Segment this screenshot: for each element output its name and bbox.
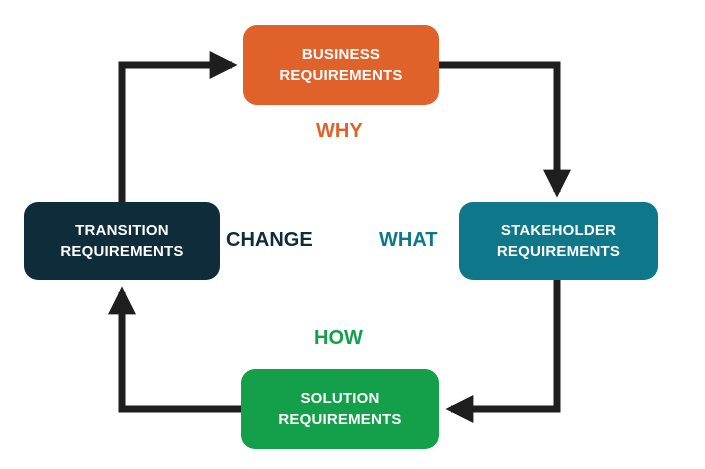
solution-requirements-box: SOLUTION REQUIREMENTS [241,369,439,449]
business-requirements-box: BUSINESS REQUIREMENTS [243,25,439,105]
stakeholder-line2: REQUIREMENTS [496,243,621,260]
arrow-transition-to-business [118,51,238,202]
business-line2: REQUIREMENTS [279,67,403,84]
change-label: CHANGE [226,229,313,251]
transition-requirements-box: TRANSITION REQUIREMENTS [24,202,220,280]
stakeholder-requirements-box: STAKEHOLDER REQUIREMENTS [459,202,658,280]
business-line1: BUSINESS [301,46,381,63]
transition-line2: REQUIREMENTS [60,243,184,260]
how-label: HOW [314,327,363,349]
solution-line1: SOLUTION [300,390,380,407]
arrow-solution-to-transition [108,286,241,413]
arrow-stakeholder-to-solution [445,280,561,423]
why-label: WHY [316,120,363,142]
what-label: WHAT [379,229,438,251]
transition-line1: TRANSITION [75,222,169,239]
solution-line2: REQUIREMENTS [278,411,402,428]
arrow-business-to-stakeholder [439,61,571,198]
stakeholder-line1: STAKEHOLDER [500,222,617,239]
